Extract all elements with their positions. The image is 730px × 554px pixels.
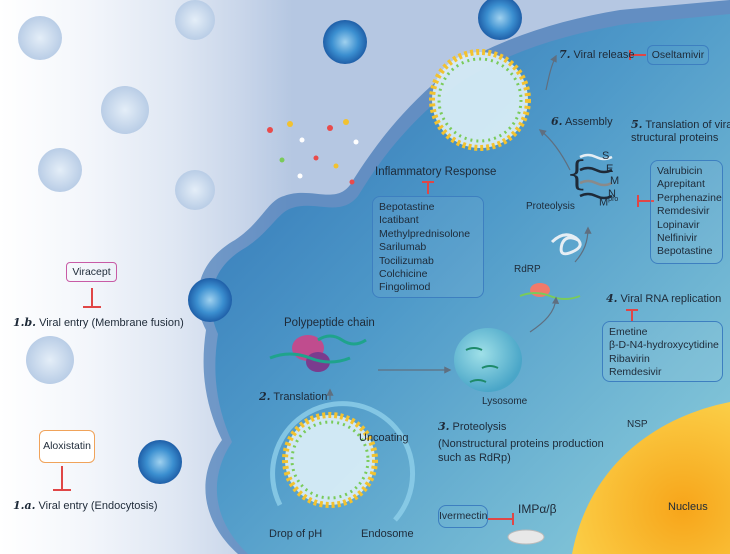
cytokine-dots [267,119,359,185]
label-nucleus: Nucleus [668,501,708,513]
drug-item: Ribavirin [609,352,650,365]
step-number: 6. [551,115,563,128]
label-line: Translation of viral [645,119,730,131]
label-proteolysis-small: Proteolysis [526,201,575,212]
drug-item: β-D-N4-hydroxycytidine [609,339,719,352]
label-rdrp: RdRP [514,264,541,275]
label-viral-release: Viral release [573,49,635,61]
drug-item: Perphenazine [657,191,722,204]
rna-drug-box: Emetine β-D-N4-hydroxycytidine Ribavirin… [602,321,723,382]
impab-shape [507,529,545,545]
label-polypeptide-chain: Polypeptide chain [284,317,375,329]
drug-item: Emetine [609,326,648,338]
step-number: 1.b. [13,316,37,329]
letter-s: S [602,150,610,162]
label-line: structural proteins [631,132,719,145]
step-entry-fusion: 1.b. Viral entry (Membrane fusion) [13,316,184,329]
label-endosome: Endosome [361,528,414,540]
mpro-drug-box: Valrubicin Aprepitant Perphenazine Remde… [650,160,723,264]
label-mpro: Mpro [599,196,618,210]
label-proteolysis: Proteolysis [452,421,507,433]
drug-item: Sarilumab [379,241,427,254]
label-line: such as RdRp) [438,452,511,464]
mpro-base: M [599,196,609,209]
assembled-virion [429,49,531,151]
inflammatory-drug-box: Bepotastine Icatibant Methylprednisolone… [372,196,484,298]
svg-text:{: { [566,154,588,194]
drug-aloxistatin: Aloxistatin [39,430,95,463]
step-viral-release: 7. Viral release [559,48,635,61]
step-number: 2. [259,390,271,403]
drug-item: Remdesivir [609,366,662,379]
step-viral-rna-replication: 4. Viral RNA replication [606,292,721,305]
drug-item: Fingolimod [379,281,431,294]
step-number: 3. [438,420,450,433]
step-entry-endocytosis: 1.a. Viral entry (Endocytosis) [13,499,158,512]
pathway-arrows [326,54,592,400]
inhibitor-symbols [53,50,654,525]
letter-e: E [606,162,614,175]
protein-fold-graphic [550,233,582,256]
label-entry-endocytosis: Viral entry (Endocytosis) [38,500,158,512]
uncoating-virion [270,401,416,522]
drug-item: Nelfinivir [657,232,698,245]
step-number: 4. [606,292,618,305]
label-entry-fusion: Viral entry (Membrane fusion) [39,317,184,329]
letter-m: M [610,175,620,187]
drug-item: Icatibant [379,214,419,227]
drug-item: Remdesivir [657,205,710,218]
drug-oseltamivir: Oseltamivir [647,45,709,65]
mpro-sup: pro [608,196,619,203]
drug-item: Lopinavir [657,218,700,231]
step-number: 5. [631,118,643,131]
letter-n: N [608,187,616,200]
label-line: (Nonstructural proteins production [438,438,604,450]
label-impab: IMPα/β [518,502,557,516]
label-uncoating: Uncoating [359,432,409,444]
label-translation-structural: 5. Translation of viral structural prote… [631,118,730,145]
label-lysosome: Lysosome [482,396,528,407]
step-translation: 2. Translation [259,390,327,403]
label-viral-rna-replication: Viral RNA replication [620,293,722,305]
step-number: 7. [559,48,571,61]
structural-strands [579,153,613,200]
drug-item: Tocilizumab [379,254,434,267]
step-proteolysis: 3. Proteolysis [438,420,506,433]
label-assembly: Assembly [564,116,613,128]
label-nsp: NSP [627,419,648,430]
drug-viracept: Viracept [66,262,117,282]
drug-item: Valrubicin [657,165,703,177]
step-number: 1.a. [13,499,36,512]
label-inflammatory-response: Inflammatory Response [375,166,497,178]
drug-item: Bepotastine [657,245,713,258]
label-drop-of-ph: Drop of pH [269,528,323,540]
nucleus-shape [572,402,730,554]
polypeptide-graphic [269,334,367,372]
drug-item: Bepotastine [379,201,435,213]
structural-protein-letters: S E M N [602,150,619,200]
label-translation: Translation [273,391,328,403]
drug-item: Aprepitant [657,178,705,191]
label-nonstructural: (Nonstructural proteins production such … [438,437,604,465]
step-assembly: 6. Assembly [551,115,613,128]
drug-item: Methylprednisolone [379,227,471,240]
drug-item: Colchicine [379,268,428,281]
drug-ivermectin: Ivermectin [438,505,488,528]
virus-particles [18,0,522,484]
lysosome-shape [454,328,522,392]
